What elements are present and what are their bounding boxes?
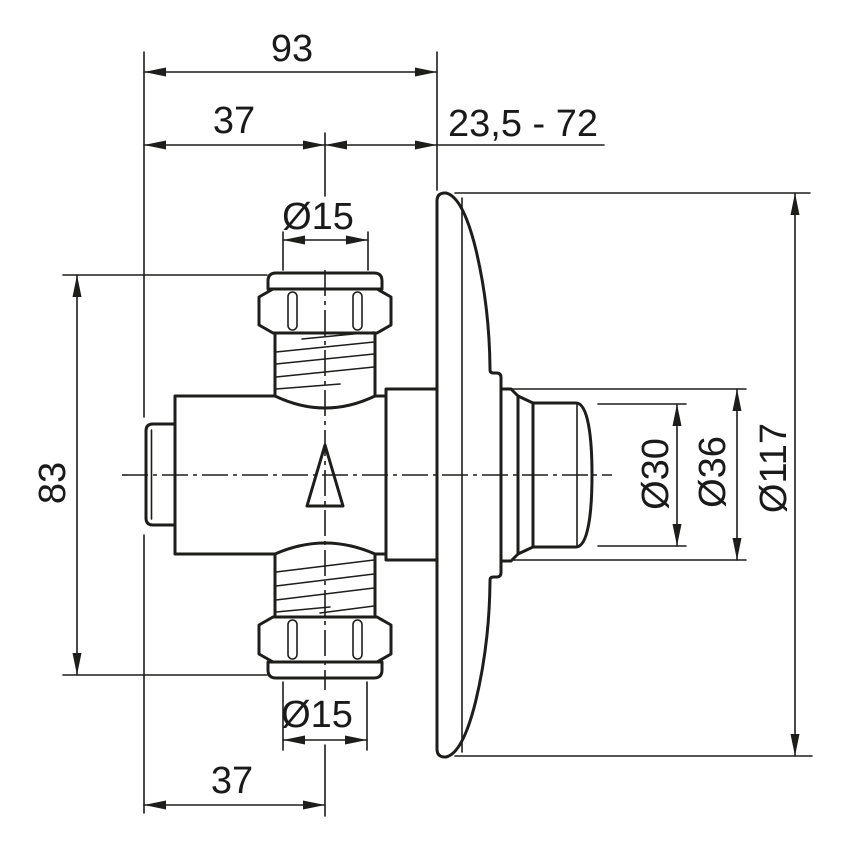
dim-pipe-bottom: Ø15	[281, 681, 368, 751]
dim-sleeve-diameter-label: Ø36	[692, 436, 734, 508]
top-hex-nut-facet	[352, 291, 363, 331]
dim-cap-diameter: Ø30	[597, 403, 687, 547]
bottom-hex-nut-facet	[352, 619, 363, 660]
inlet-cap	[144, 422, 177, 527]
dim-sleeve-diameter: Ø36	[436, 388, 747, 561]
dim-pipe-top: Ø15	[282, 196, 369, 271]
extension-lines	[143, 51, 438, 817]
dim-install-depth-range: 23,5 - 72	[324, 103, 605, 150]
dim-branch-offset-top: 37	[143, 100, 326, 150]
dim-branch-offset-bottom-label: 37	[211, 760, 253, 802]
bottom-hex-nut-facet	[287, 619, 298, 660]
dim-total-width: 93	[143, 28, 438, 77]
dim-port-spacing: 83	[32, 274, 268, 676]
dim-port-spacing-label: 83	[32, 462, 74, 504]
dim-pipe-top-label: Ø15	[282, 196, 354, 238]
centerlines	[122, 270, 612, 690]
bottom-threaded-pipe	[273, 552, 377, 619]
dim-flange-diameter-label: Ø117	[753, 423, 795, 513]
dim-cap-diameter-label: Ø30	[635, 438, 677, 510]
dim-pipe-bottom-label: Ø15	[281, 694, 353, 736]
dim-total-width-label: 93	[271, 28, 313, 70]
inlet-port	[144, 422, 177, 527]
dim-branch-offset-bottom: 37	[143, 760, 326, 810]
dim-branch-offset-top-label: 37	[213, 100, 255, 142]
dimension-annotations: 93 37 23,5 - 72 Ø15	[32, 28, 813, 817]
flange-cone	[435, 191, 503, 759]
top-hex-nut-facet	[287, 291, 298, 331]
dim-flange-diameter: Ø117	[454, 192, 813, 757]
dim-install-depth-range-label: 23,5 - 72	[448, 103, 598, 145]
top-threaded-pipe	[273, 331, 377, 398]
